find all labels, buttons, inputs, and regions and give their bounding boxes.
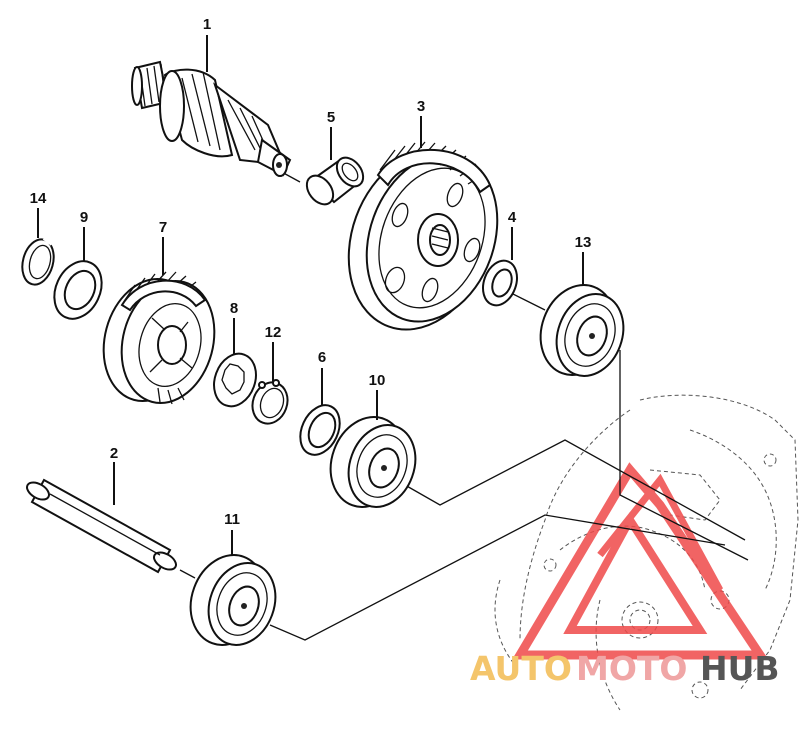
watermark-hub: HUB bbox=[700, 649, 780, 688]
part-8-splined-washer bbox=[213, 352, 257, 408]
callout-6: 6 bbox=[318, 349, 326, 366]
watermark-auto: AUTO bbox=[470, 649, 572, 688]
part-14-circlip bbox=[21, 236, 55, 286]
watermark-logo bbox=[512, 462, 769, 660]
part-4-washer bbox=[482, 259, 518, 307]
part-3-large-gear bbox=[347, 141, 499, 331]
part-13-bearing bbox=[539, 284, 625, 377]
callout-leaders bbox=[37, 35, 584, 556]
callout-14: 14 bbox=[30, 190, 47, 207]
callout-8: 8 bbox=[230, 300, 238, 317]
part-10-bearing bbox=[329, 416, 417, 508]
part-6-washer bbox=[299, 404, 341, 456]
part-12-circlip bbox=[251, 379, 289, 425]
callout-4: 4 bbox=[508, 209, 517, 226]
part-2-pin bbox=[26, 478, 177, 574]
callout-11: 11 bbox=[224, 511, 240, 528]
callout-12: 12 bbox=[265, 324, 282, 341]
callout-3: 3 bbox=[417, 98, 425, 115]
part-1-countershaft bbox=[131, 60, 292, 177]
part-9-washer bbox=[53, 260, 103, 320]
watermark-moto: MOTO bbox=[576, 649, 687, 688]
callout-labels: 1 2 3 4 5 6 7 8 9 10 11 12 13 14 bbox=[30, 16, 592, 528]
callout-13: 13 bbox=[575, 234, 592, 251]
callout-1: 1 bbox=[203, 16, 211, 33]
part-7-gear bbox=[102, 271, 216, 405]
part-11-bearing bbox=[189, 554, 277, 646]
callout-9: 9 bbox=[80, 209, 88, 226]
watermark-text: AUTO MOTO HUB bbox=[470, 649, 780, 688]
callout-10: 10 bbox=[369, 372, 386, 389]
callout-2: 2 bbox=[110, 445, 118, 462]
callout-7: 7 bbox=[159, 219, 167, 236]
part-5-bushing bbox=[305, 156, 365, 206]
callout-5: 5 bbox=[327, 109, 335, 126]
